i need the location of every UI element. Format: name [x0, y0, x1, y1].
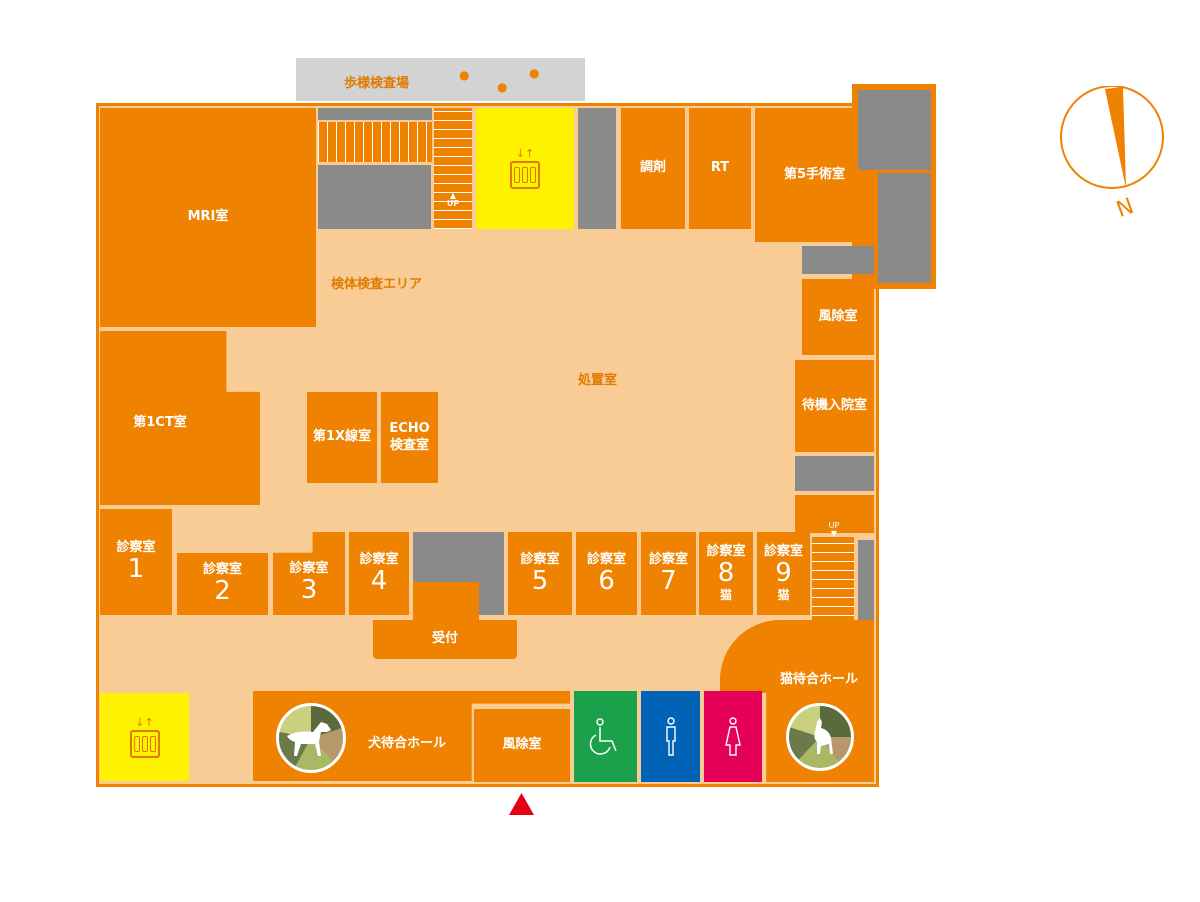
elevator-north[interactable]: ↓↑: [476, 108, 574, 229]
exam-room-label: 診察室: [520, 551, 560, 567]
exam-room-label: 診察室: [586, 551, 626, 567]
service-area: [858, 90, 931, 170]
exam-room-6[interactable]: 診察室 6: [576, 532, 637, 615]
service-area: [802, 246, 874, 274]
service-area: [795, 456, 874, 491]
stairway-east-landing[interactable]: [795, 495, 874, 533]
dog-waiting-hall-label: 犬待合ホール: [368, 736, 447, 751]
stairway-north[interactable]: [318, 122, 432, 162]
exam-room-7[interactable]: 診察室 7: [641, 532, 696, 615]
admission-waiting-room[interactable]: 待機入院室: [795, 360, 874, 452]
service-area: [318, 165, 431, 229]
exam-room-number: 5: [531, 565, 549, 596]
windbreak-room-entrance-label: 風除室: [502, 737, 542, 753]
exam-room-number: 2: [214, 576, 231, 607]
service-area: [318, 108, 432, 120]
echo-room-label-line2: 検査室: [389, 437, 429, 453]
elevator-arrows-icon: ↓↑: [135, 715, 154, 729]
exam-room-cat-tag: 猫: [777, 587, 790, 602]
rt-room-label: RT: [710, 160, 730, 176]
mri-room-label: MRI室: [187, 209, 229, 225]
elevator-arrows-icon: ↓↑: [515, 147, 535, 160]
exam-room-label: 診察室: [706, 544, 746, 560]
surgery-room-5[interactable]: 第5手術室: [755, 108, 874, 242]
exam-room-label: 診察室: [359, 551, 399, 567]
paw-print-icon: ●: [497, 80, 508, 94]
exam-room-number: 9: [775, 558, 792, 589]
xray-room-1-label: 第1X線室: [312, 429, 372, 445]
surgery-room-5-label: 第5手術室: [783, 166, 846, 182]
exam-room-label: 診察室: [202, 562, 242, 578]
entrance-marker-icon: [509, 793, 534, 815]
exam-room-label: 診察室: [116, 540, 156, 556]
elevator-icon: [129, 729, 160, 758]
xray-room-1[interactable]: 第1X線室: [307, 392, 377, 483]
stairs-up-indicator: ▲UP: [446, 190, 460, 208]
windbreak-room-north-label: 風除室: [818, 308, 858, 324]
admission-waiting-room-label: 待機入院室: [801, 397, 867, 413]
exam-room-number: 7: [660, 565, 677, 596]
exam-room-5[interactable]: 診察室 5: [508, 532, 572, 615]
exam-room-number: 6: [598, 565, 615, 596]
dispensing-room-label: 調剤: [639, 160, 666, 176]
exam-room-4[interactable]: 診察室 4: [349, 532, 409, 615]
accessible-toilet[interactable]: [574, 691, 637, 782]
exam-room-number: 8: [717, 558, 735, 589]
paw-print-icon: ●: [529, 66, 540, 80]
exam-room-number: 4: [370, 565, 388, 596]
mens-toilet[interactable]: [641, 691, 700, 782]
exam-room-cat-tag: 猫: [719, 587, 732, 602]
mri-room[interactable]: MRI室: [100, 108, 316, 327]
paw-print-icon: ●: [459, 68, 470, 82]
ct-room-1-label: 第1CT室: [133, 414, 187, 430]
rt-room[interactable]: RT: [689, 108, 751, 229]
stairs-up-indicator: UP▼: [828, 521, 840, 538]
compass-icon: [1060, 85, 1164, 189]
elevator-southwest[interactable]: ↓↑: [100, 693, 189, 781]
service-area: [878, 173, 931, 283]
exam-room-2[interactable]: 診察室 2: [177, 553, 268, 615]
treatment-room-label: 処置室: [578, 373, 618, 388]
gait-inspection-area: 歩様検査場 ● ● ●: [296, 58, 585, 101]
reception-counter[interactable]: 受付: [373, 620, 517, 659]
echo-room[interactable]: ECHO 検査室: [381, 392, 438, 483]
wheelchair-icon: [589, 717, 617, 755]
exam-room-number: 1: [127, 554, 145, 585]
cat-waiting-hall-label: 猫待合ホール: [780, 672, 859, 687]
service-area: [578, 108, 616, 229]
windbreak-room-entrance[interactable]: 風除室: [474, 709, 570, 782]
reception-back: [413, 582, 479, 622]
cat-pictogram-icon: [786, 703, 854, 771]
exam-room-9-cat[interactable]: 診察室 9 猫: [757, 532, 810, 615]
male-icon: [665, 716, 676, 756]
exam-room-label: 診察室: [763, 544, 803, 560]
female-icon: [725, 716, 741, 756]
dispensing-room[interactable]: 調剤: [621, 108, 685, 229]
specimen-area-label: 検体検査エリア: [331, 277, 423, 292]
reception-label: 受付: [431, 631, 458, 647]
echo-room-label-line1: ECHO: [389, 421, 430, 437]
womens-toilet[interactable]: [704, 691, 762, 782]
exam-room-label: 診察室: [289, 560, 329, 576]
exam-room-8-cat[interactable]: 診察室 8 猫: [699, 532, 753, 615]
exam-room-number: 3: [300, 574, 318, 605]
exam-room-1[interactable]: 診察室 1: [100, 509, 172, 615]
compass: N: [1058, 85, 1168, 226]
stairway-north-landing[interactable]: ▲UP: [434, 108, 472, 229]
windbreak-room-north[interactable]: 風除室: [802, 279, 874, 355]
gait-inspection-label: 歩様検査場: [344, 76, 410, 91]
elevator-icon: [510, 161, 540, 189]
exam-room-label: 診察室: [648, 551, 688, 567]
dog-pictogram-icon: [276, 703, 346, 773]
